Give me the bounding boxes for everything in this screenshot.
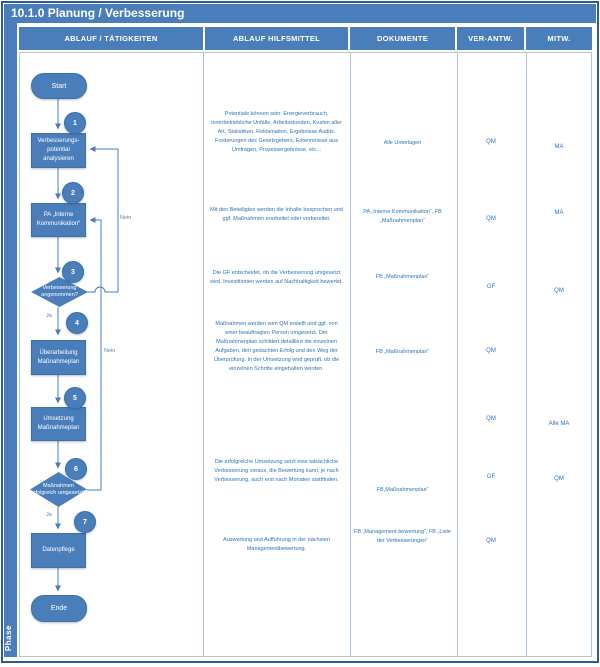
dokumente-text-row4: FB „Maßnahmenplan“ xyxy=(375,349,430,355)
flow-step-verbesserungspotential: Verbesserungs-potential analysieren xyxy=(31,133,86,168)
dokumente-text-row7: FB „Management-bewertung“, FB „Liste der… xyxy=(354,529,451,544)
dokumente-text-row3: FB „Maßnahmenplan“ xyxy=(375,274,430,280)
flow-end-terminator: Ende xyxy=(31,595,87,622)
step-number-badge: 5 xyxy=(64,387,86,409)
column-header-verantw: VER-ANTW. xyxy=(457,27,524,50)
verantw-text-row3: GF xyxy=(486,284,496,290)
step-number-badge: 4 xyxy=(66,312,88,334)
column-divider xyxy=(457,52,458,657)
hilfsmittel-text-row1: Potentiale können sein: Energieverbrauch… xyxy=(211,111,342,154)
step-number-badge: 7 xyxy=(74,511,96,533)
step-number-badge: 6 xyxy=(65,458,87,480)
column-divider xyxy=(203,52,204,657)
mitw-text-row2: MA xyxy=(554,210,564,216)
flow-step-pa-interne-kommunikation: PA „Interne Kommunikation“ xyxy=(31,203,86,237)
hilfsmittel-text-row3: Die GF entscheidet, ob die Verbesserung … xyxy=(210,270,343,286)
hilfsmittel-text-row4: Maßnahmen werden vom QM erstellt und ggf… xyxy=(213,321,340,373)
edge-label-nein: Nein xyxy=(104,348,116,354)
column-divider xyxy=(350,52,351,657)
verantw-text-row4: QM xyxy=(486,348,496,354)
edge-label-nein: Nein xyxy=(120,215,132,221)
flow-step-umsetzung-massnahmeplan: Umsetzung Maßnahmeplan xyxy=(31,407,86,441)
step-number-badge: 3 xyxy=(62,261,84,283)
flow-step-datenpflege: Datenpflege xyxy=(31,533,86,568)
phase-label: Phase xyxy=(4,624,13,651)
dokumente-text-row1: Alle Unterlagen xyxy=(383,140,422,146)
mitw-text-row5: Alle MA xyxy=(548,421,570,427)
mitw-text-row6: QM xyxy=(554,476,564,482)
step-number-badge: 2 xyxy=(62,182,84,204)
column-header-ablauf-taetigkeiten: ABLAUF / TÄTIGKEITEN xyxy=(19,27,203,50)
phase-strip: Phase xyxy=(4,23,17,657)
mitw-text-row3: QM xyxy=(554,288,564,294)
edge-label-ja: Ja xyxy=(46,512,52,518)
edge-label-ja: Ja xyxy=(46,313,52,319)
hilfsmittel-text-row2: Mit den Beteiligten werden die Inhalte b… xyxy=(210,207,343,223)
verantw-text-row6: GF xyxy=(486,474,496,480)
flow-start-terminator: Start xyxy=(31,73,87,99)
column-header-ablauf-hilfsmittel: ABLAUF HILFSMITTEL xyxy=(205,27,348,50)
hilfsmittel-text-row7: Auswertung und Aufführung in der nächste… xyxy=(223,537,330,553)
column-divider xyxy=(526,52,527,657)
dokumente-text-row6: FB„Maßnahmenplan“ xyxy=(376,487,429,493)
verantw-text-row7: QM xyxy=(486,538,496,544)
page-title: 10.1.0 Planung / Verbesserung xyxy=(4,4,596,23)
verantw-text-row1: QM xyxy=(486,139,496,145)
column-header-dokumente: DOKUMENTE xyxy=(350,27,455,50)
dokumente-text-row2: PA „Interne Kommunikation“, FB „Maßnahme… xyxy=(363,209,442,224)
flow-step-ueberarbeitung-massnahmeplan: Überarbeitung Maßnahmeplan xyxy=(31,340,86,375)
mitw-text-row1: MA xyxy=(554,144,564,150)
verantw-text-row2: QM xyxy=(486,216,496,222)
verantw-text-row5: QM xyxy=(486,416,496,422)
column-header-mitw: MITW. xyxy=(526,27,592,50)
step-number-badge: 1 xyxy=(64,112,86,134)
hilfsmittel-text-row6: Die erfolgreiche Umsetzung setzt eine ta… xyxy=(214,459,339,484)
